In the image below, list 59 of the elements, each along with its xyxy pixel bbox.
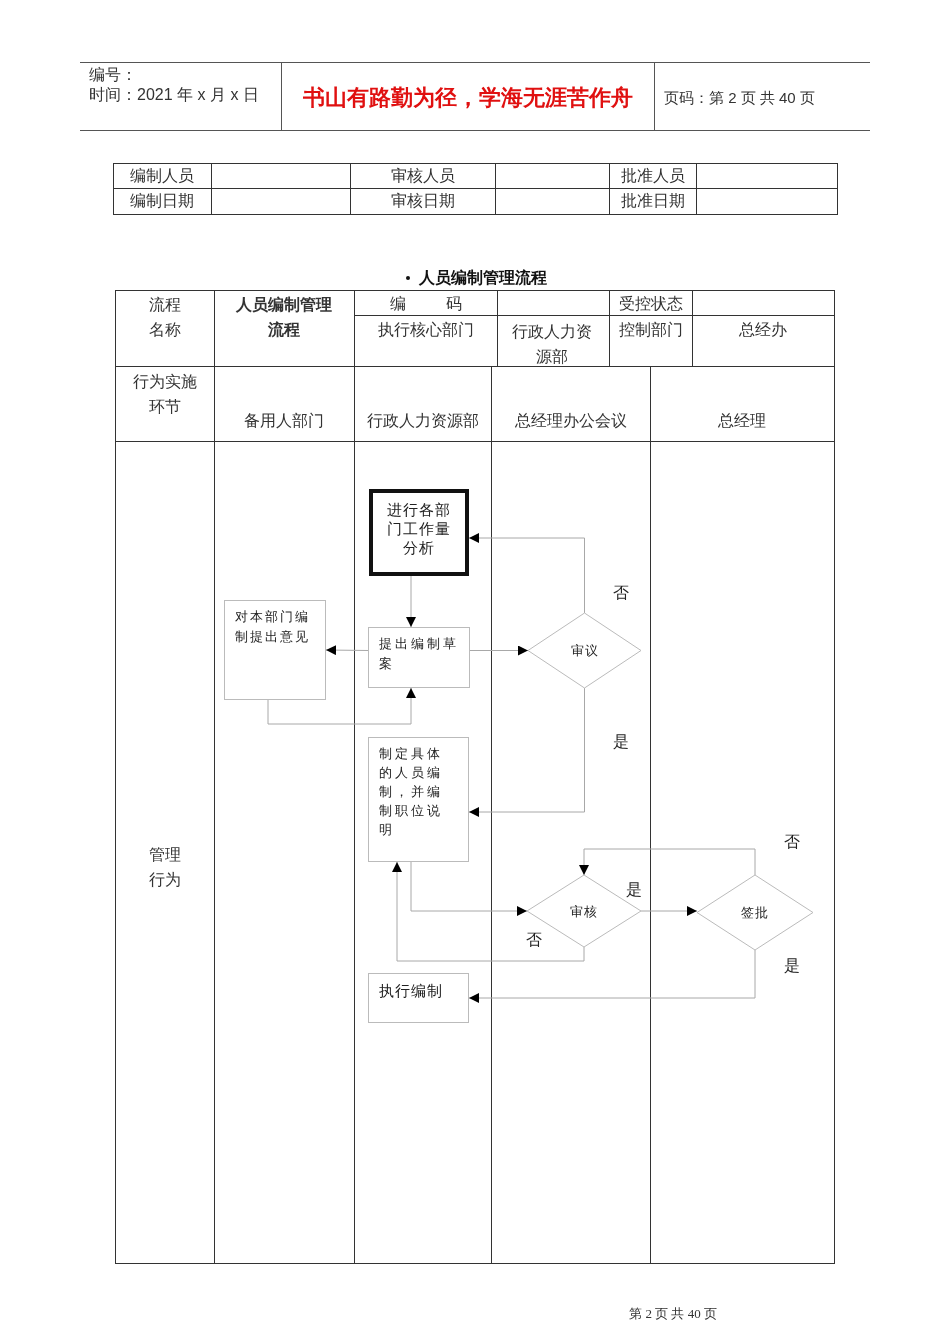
- table-text: 编 码: [389, 294, 463, 314]
- step-text: 进行各部门工作量分析: [386, 501, 452, 558]
- process-box: [368, 737, 469, 862]
- connector-arrow: [410, 861, 528, 916]
- table-text: 批准日期: [619, 191, 686, 211]
- table-text: 执行核心部门: [376, 320, 475, 340]
- edge-label: 是: [783, 956, 801, 976]
- step-text: 签批: [740, 904, 770, 922]
- connector-arrow: [640, 906, 698, 916]
- edge-label: 是: [625, 880, 643, 900]
- table-text: 管理行为: [148, 845, 182, 890]
- table-text: 书山有路勤为径，学海无涯苦作舟: [301, 85, 634, 111]
- table-text: 第 2 页 共 40 页: [628, 1305, 718, 1323]
- step-text: 提出编制草案: [379, 635, 459, 673]
- table-text: 行为实施环节: [132, 372, 198, 417]
- table-text: 总经理: [717, 411, 767, 431]
- table-text: 受控状态: [617, 294, 684, 314]
- table-text: 控制部门: [617, 320, 684, 340]
- step-text: 审议: [569, 642, 600, 660]
- table-text: 编制日期: [129, 191, 195, 211]
- step-text: 审核: [569, 902, 599, 921]
- table-text: 批准人员: [619, 166, 686, 186]
- table-text: 人员编制管理流程: [235, 295, 333, 340]
- decision-diamond: [528, 613, 641, 688]
- process-box: [368, 627, 470, 688]
- table-text: 审核日期: [389, 191, 456, 211]
- edge-label: 否: [612, 583, 630, 603]
- process-box: [224, 600, 326, 700]
- edge-label: 是: [612, 732, 630, 752]
- table-text: 编号：: [89, 65, 138, 85]
- connector-arrow: [579, 848, 756, 876]
- table-text: 总经办: [738, 320, 788, 340]
- table-text: 行政人力资源部: [511, 322, 593, 367]
- process-box: [369, 489, 469, 576]
- table-text: 流程名称: [148, 295, 182, 340]
- decision-diamond: [697, 875, 813, 950]
- connector-arrow: [468, 949, 756, 1003]
- connector-arrow: [392, 861, 585, 962]
- connector-arrow: [468, 687, 585, 817]
- edge-label: 否: [525, 930, 543, 950]
- process-box: [368, 973, 469, 1023]
- connector-arrow: [325, 645, 369, 656]
- step-text: 执行编制: [379, 982, 444, 1001]
- connector-arrow: [469, 645, 529, 656]
- step-text: 制定具体的人员编制，并编制职位说明: [379, 745, 444, 839]
- table-text: 行政人力资源部: [365, 411, 480, 431]
- diagram-title: 人员编制管理流程: [378, 267, 578, 289]
- step-text: 对本部门编制提出意见: [235, 608, 311, 646]
- table-text: 编制人员: [129, 166, 195, 186]
- connector-arrow: [468, 533, 585, 614]
- decision-diamond: [527, 875, 641, 947]
- connector-arrow: [406, 575, 416, 628]
- connector-arrow: [267, 687, 416, 725]
- table-text: 审核人员: [389, 166, 456, 186]
- edge-label: 否: [783, 832, 801, 852]
- table-text: 备用人部门: [243, 411, 325, 431]
- table-text: 页码：第 2 页 共 40 页: [664, 88, 816, 108]
- table-text: 时间：2021 年 x 月 x 日: [89, 85, 260, 105]
- table-text: 总经理办公会议: [513, 411, 628, 431]
